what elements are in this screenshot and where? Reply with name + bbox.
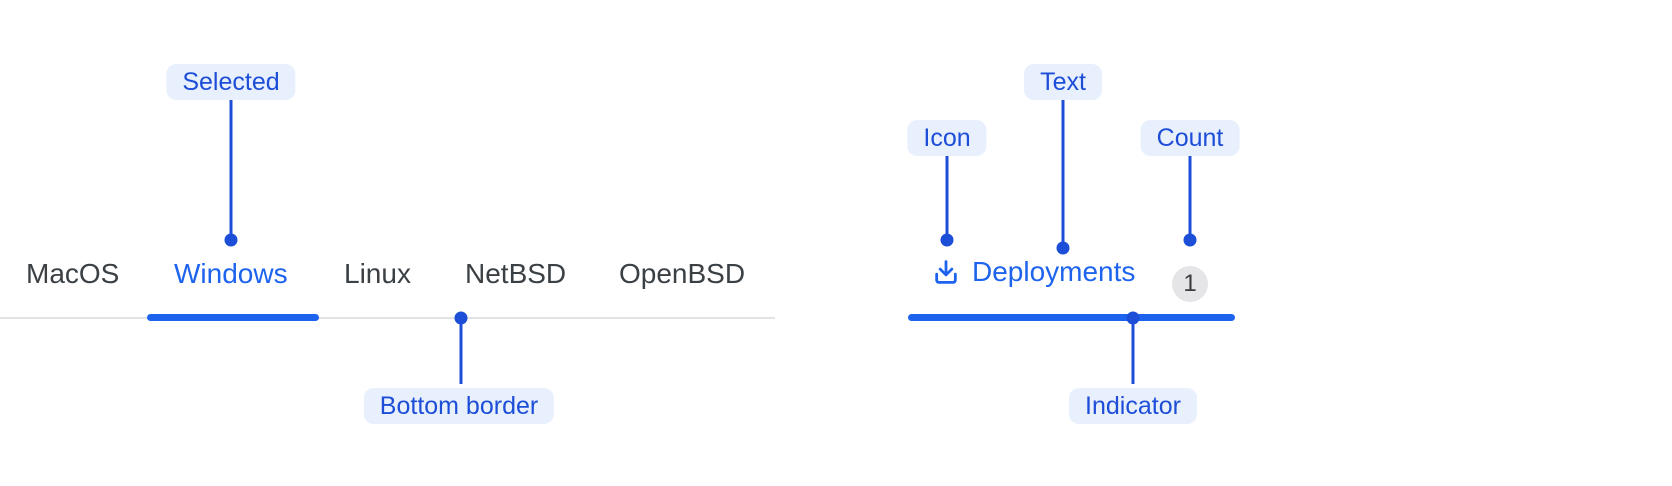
tab-deployments-label: Deployments — [972, 256, 1136, 287]
annotation-indicator-label: Indicator — [1069, 388, 1197, 424]
annotation-icon-dot — [940, 233, 954, 247]
annotation-count-dot — [1183, 233, 1197, 247]
deployments-tab-indicator — [908, 314, 1235, 321]
tab-windows[interactable]: Windows — [174, 258, 288, 289]
annotation-text-label: Text — [1024, 64, 1102, 100]
tab-deployments[interactable]: Deployments 1 — [908, 250, 1235, 302]
annotation-count-line — [1188, 156, 1192, 234]
annotation-count-label: Count — [1140, 120, 1240, 156]
download-icon — [930, 256, 962, 288]
tab-openbsd[interactable]: OpenBSD — [619, 258, 746, 289]
annotation-bottom-border-dot — [454, 311, 468, 325]
annotation-selected-dot — [224, 233, 238, 247]
annotation-text-dot — [1056, 241, 1070, 255]
tab-linux[interactable]: Linux — [344, 258, 411, 289]
annotation-indicator-dot — [1126, 311, 1140, 325]
annotation-icon-label: Icon — [907, 120, 987, 156]
annotation-bottom-border-line — [459, 324, 463, 384]
annotation-text-line — [1061, 100, 1065, 242]
annotation-bottom-border-label: Bottom border — [363, 388, 555, 424]
annotation-indicator-line — [1131, 324, 1135, 384]
annotation-selected-label: Selected — [166, 64, 296, 100]
annotation-selected-line — [229, 100, 233, 234]
tab-netbsd[interactable]: NetBSD — [465, 258, 567, 289]
active-tab-indicator — [147, 314, 319, 321]
annotation-icon-line — [945, 156, 949, 234]
tab-macos[interactable]: MacOS — [26, 258, 120, 289]
tabbar-bottom-border — [0, 317, 775, 319]
tab-deployments-count-badge: 1 — [1172, 266, 1208, 302]
